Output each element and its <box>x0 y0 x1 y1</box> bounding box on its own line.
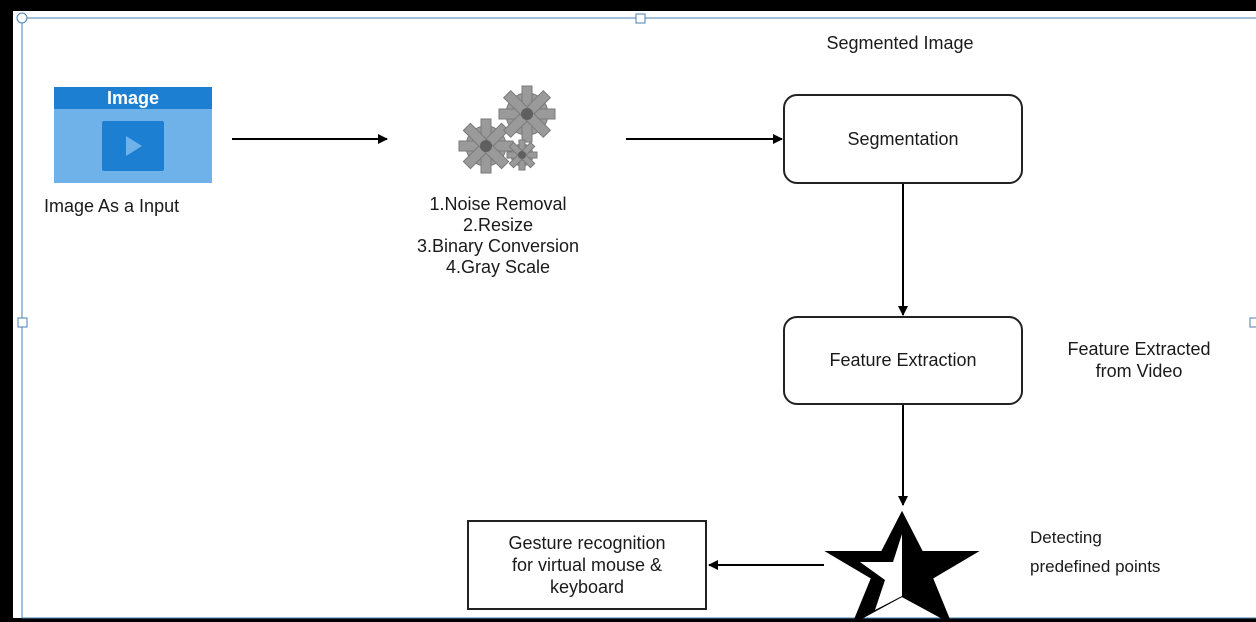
gears-icon <box>458 85 556 174</box>
gesture-label-line-1: Gesture recognition <box>508 533 666 553</box>
frame-bottom-border <box>0 618 1256 622</box>
play-button-icon <box>102 121 164 171</box>
preprocessing-step-1: 1.Noise Removal <box>429 194 567 214</box>
gesture-recognition-box: Gesture recognition for virtual mouse & … <box>467 520 707 610</box>
frame-left-border <box>0 0 13 622</box>
gesture-label-line-3: keyboard <box>549 577 625 597</box>
detecting-note-line-2: predefined points <box>1030 557 1161 576</box>
image-as-input-label: Image As a Input <box>44 196 180 216</box>
detecting-note-line-1: Detecting <box>1030 528 1102 547</box>
image-play-icon: Image <box>54 87 212 183</box>
selection-handle <box>17 317 28 328</box>
preprocessing-step-3: 3.Binary Conversion <box>416 236 580 256</box>
preprocessing-step-2: 2.Resize <box>462 215 534 235</box>
gesture-label-line-2: for virtual mouse & <box>511 555 663 575</box>
segmentation-box: Segmentation <box>783 94 1023 184</box>
selection-handle <box>16 12 28 24</box>
selection-handle <box>635 13 646 24</box>
preprocessing-step-4: 4.Gray Scale <box>445 257 551 277</box>
image-icon-body <box>54 109 212 183</box>
segmented-image-label: Segmented Image <box>826 33 974 53</box>
feature-extracted-note-line-1: Feature Extracted <box>1067 339 1211 359</box>
segmentation-label: Segmentation <box>847 128 959 149</box>
image-icon-title: Image <box>54 87 212 109</box>
feature-extraction-box: Feature Extraction <box>783 316 1023 405</box>
selection-handle <box>1249 317 1256 328</box>
star-icon <box>824 510 980 622</box>
feature-extraction-label: Feature Extraction <box>829 350 977 370</box>
frame-top-border <box>0 0 1256 11</box>
feature-extracted-note-line-2: from Video <box>1095 361 1183 381</box>
